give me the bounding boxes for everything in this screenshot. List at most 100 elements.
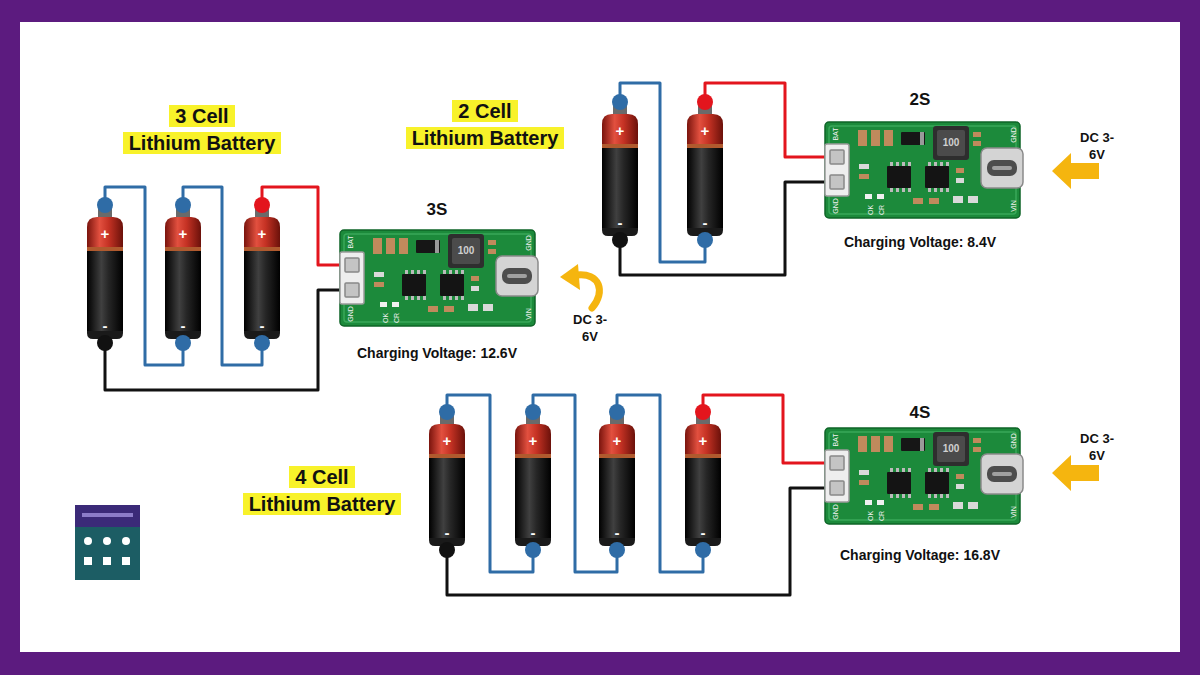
terminal-block [825, 144, 849, 196]
ic-pin [908, 188, 911, 192]
ic-pin [455, 270, 458, 274]
polarity-sign: - [181, 318, 186, 333]
pcb [825, 428, 1020, 524]
ic-pin [443, 296, 446, 300]
polarity-sign: - [103, 318, 108, 333]
smd-capacitor [871, 436, 880, 452]
terminal-dot [609, 404, 625, 420]
polarity-sign: + [529, 433, 538, 448]
battery-cell: +- [426, 412, 468, 550]
polarity-sign: - [618, 215, 623, 230]
channel-logo [75, 505, 140, 580]
battery-cap [429, 424, 465, 456]
wire [447, 488, 825, 595]
silkscreen-text: CR [393, 313, 400, 323]
charger-module: BATGND100GNDOKCRVIN [825, 122, 1020, 218]
wire [703, 395, 825, 463]
logo-icon [122, 537, 130, 545]
battery-cell: +- [162, 205, 204, 343]
schottky-diode [901, 438, 925, 451]
polarity-sign: + [613, 433, 622, 448]
terminal-dot [525, 404, 541, 420]
terminal-pin [830, 456, 844, 470]
smd-resistor [483, 304, 493, 311]
battery-band [687, 144, 723, 148]
ic-pin [928, 188, 931, 192]
ic-pin [902, 162, 905, 166]
polarity-sign: + [443, 433, 452, 448]
silkscreen-text: BAT [832, 433, 839, 446]
battery-cap [244, 217, 280, 249]
schottky-diode [416, 240, 440, 253]
wrap-spacer [242, 103, 297, 130]
pcb-edge [829, 432, 1016, 520]
inductor-top [937, 436, 965, 462]
silkscreen-text: GND [1010, 127, 1017, 143]
label-text: 3 Cell Lithium Battery [123, 105, 282, 154]
ic-pin [449, 296, 452, 300]
smd-resistor [968, 196, 978, 203]
terminal-dot [439, 542, 455, 558]
battery-cap [687, 114, 723, 146]
ic-pin [417, 270, 420, 274]
section-label: 2 Cell Lithium Battery [390, 98, 580, 152]
boost-ic [440, 274, 464, 296]
wrap-spacer [390, 98, 445, 125]
terminal-dot [695, 404, 711, 420]
battery-band [87, 247, 123, 251]
wire [105, 290, 340, 390]
battery-cell: +- [599, 102, 641, 240]
battery-band [602, 144, 638, 148]
label-text: 4 Cell Lithium Battery [243, 466, 402, 515]
ic-pin [461, 270, 464, 274]
silkscreen-text: VIN [1010, 200, 1017, 212]
smd-capacitor [871, 130, 880, 146]
charging-voltage: Charging Voltage: 8.4V [844, 234, 996, 250]
ic-pin [449, 270, 452, 274]
ic-pin [896, 494, 899, 498]
series-tag: 4S [910, 403, 931, 423]
smd-resistor [973, 447, 981, 452]
smd-capacitor [956, 474, 964, 479]
smd-resistor [488, 240, 496, 245]
ic-pin [908, 162, 911, 166]
inductor-top [452, 238, 480, 264]
polarity-sign: - [445, 525, 450, 540]
silkscreen-text: CR [878, 205, 885, 215]
smd-resistor [973, 132, 981, 137]
smd-capacitor [859, 480, 869, 485]
logo-icon [84, 557, 92, 565]
smd-capacitor [956, 168, 964, 173]
ic-pin [940, 162, 943, 166]
ic-pin [417, 296, 420, 300]
smd-capacitor [929, 198, 939, 204]
charger-module: BATGND100GNDOKCRVIN [825, 428, 1020, 524]
power-arrow [576, 275, 599, 308]
smd-resistor [956, 484, 964, 489]
polarity-sign: - [703, 215, 708, 230]
silkscreen-text: 100 [943, 444, 960, 454]
polarity-sign: + [701, 123, 710, 138]
usb-c-tongue [507, 274, 527, 278]
wrap-spacer [525, 98, 580, 125]
status-led [392, 302, 399, 307]
smd-resistor [956, 178, 964, 183]
terminal-dot [254, 335, 270, 351]
silkscreen-text: OK [382, 313, 389, 323]
battery-band [515, 454, 551, 458]
wrap-spacer [107, 103, 162, 130]
terminal-dot [439, 404, 455, 420]
inductor [933, 126, 969, 160]
smd-capacitor [386, 238, 395, 254]
power-arrow-head [560, 264, 580, 290]
polarity-sign: + [616, 123, 625, 138]
silkscreen-text: GND [525, 235, 532, 251]
ic-pin [902, 468, 905, 472]
charger-ic [402, 274, 426, 296]
terminal-dot [97, 197, 113, 213]
smd-capacitor [884, 436, 893, 452]
silkscreen-text: OK [867, 511, 874, 521]
series-tag: 2S [910, 90, 931, 110]
ic-pin [928, 468, 931, 472]
wrap-spacer [362, 464, 417, 491]
